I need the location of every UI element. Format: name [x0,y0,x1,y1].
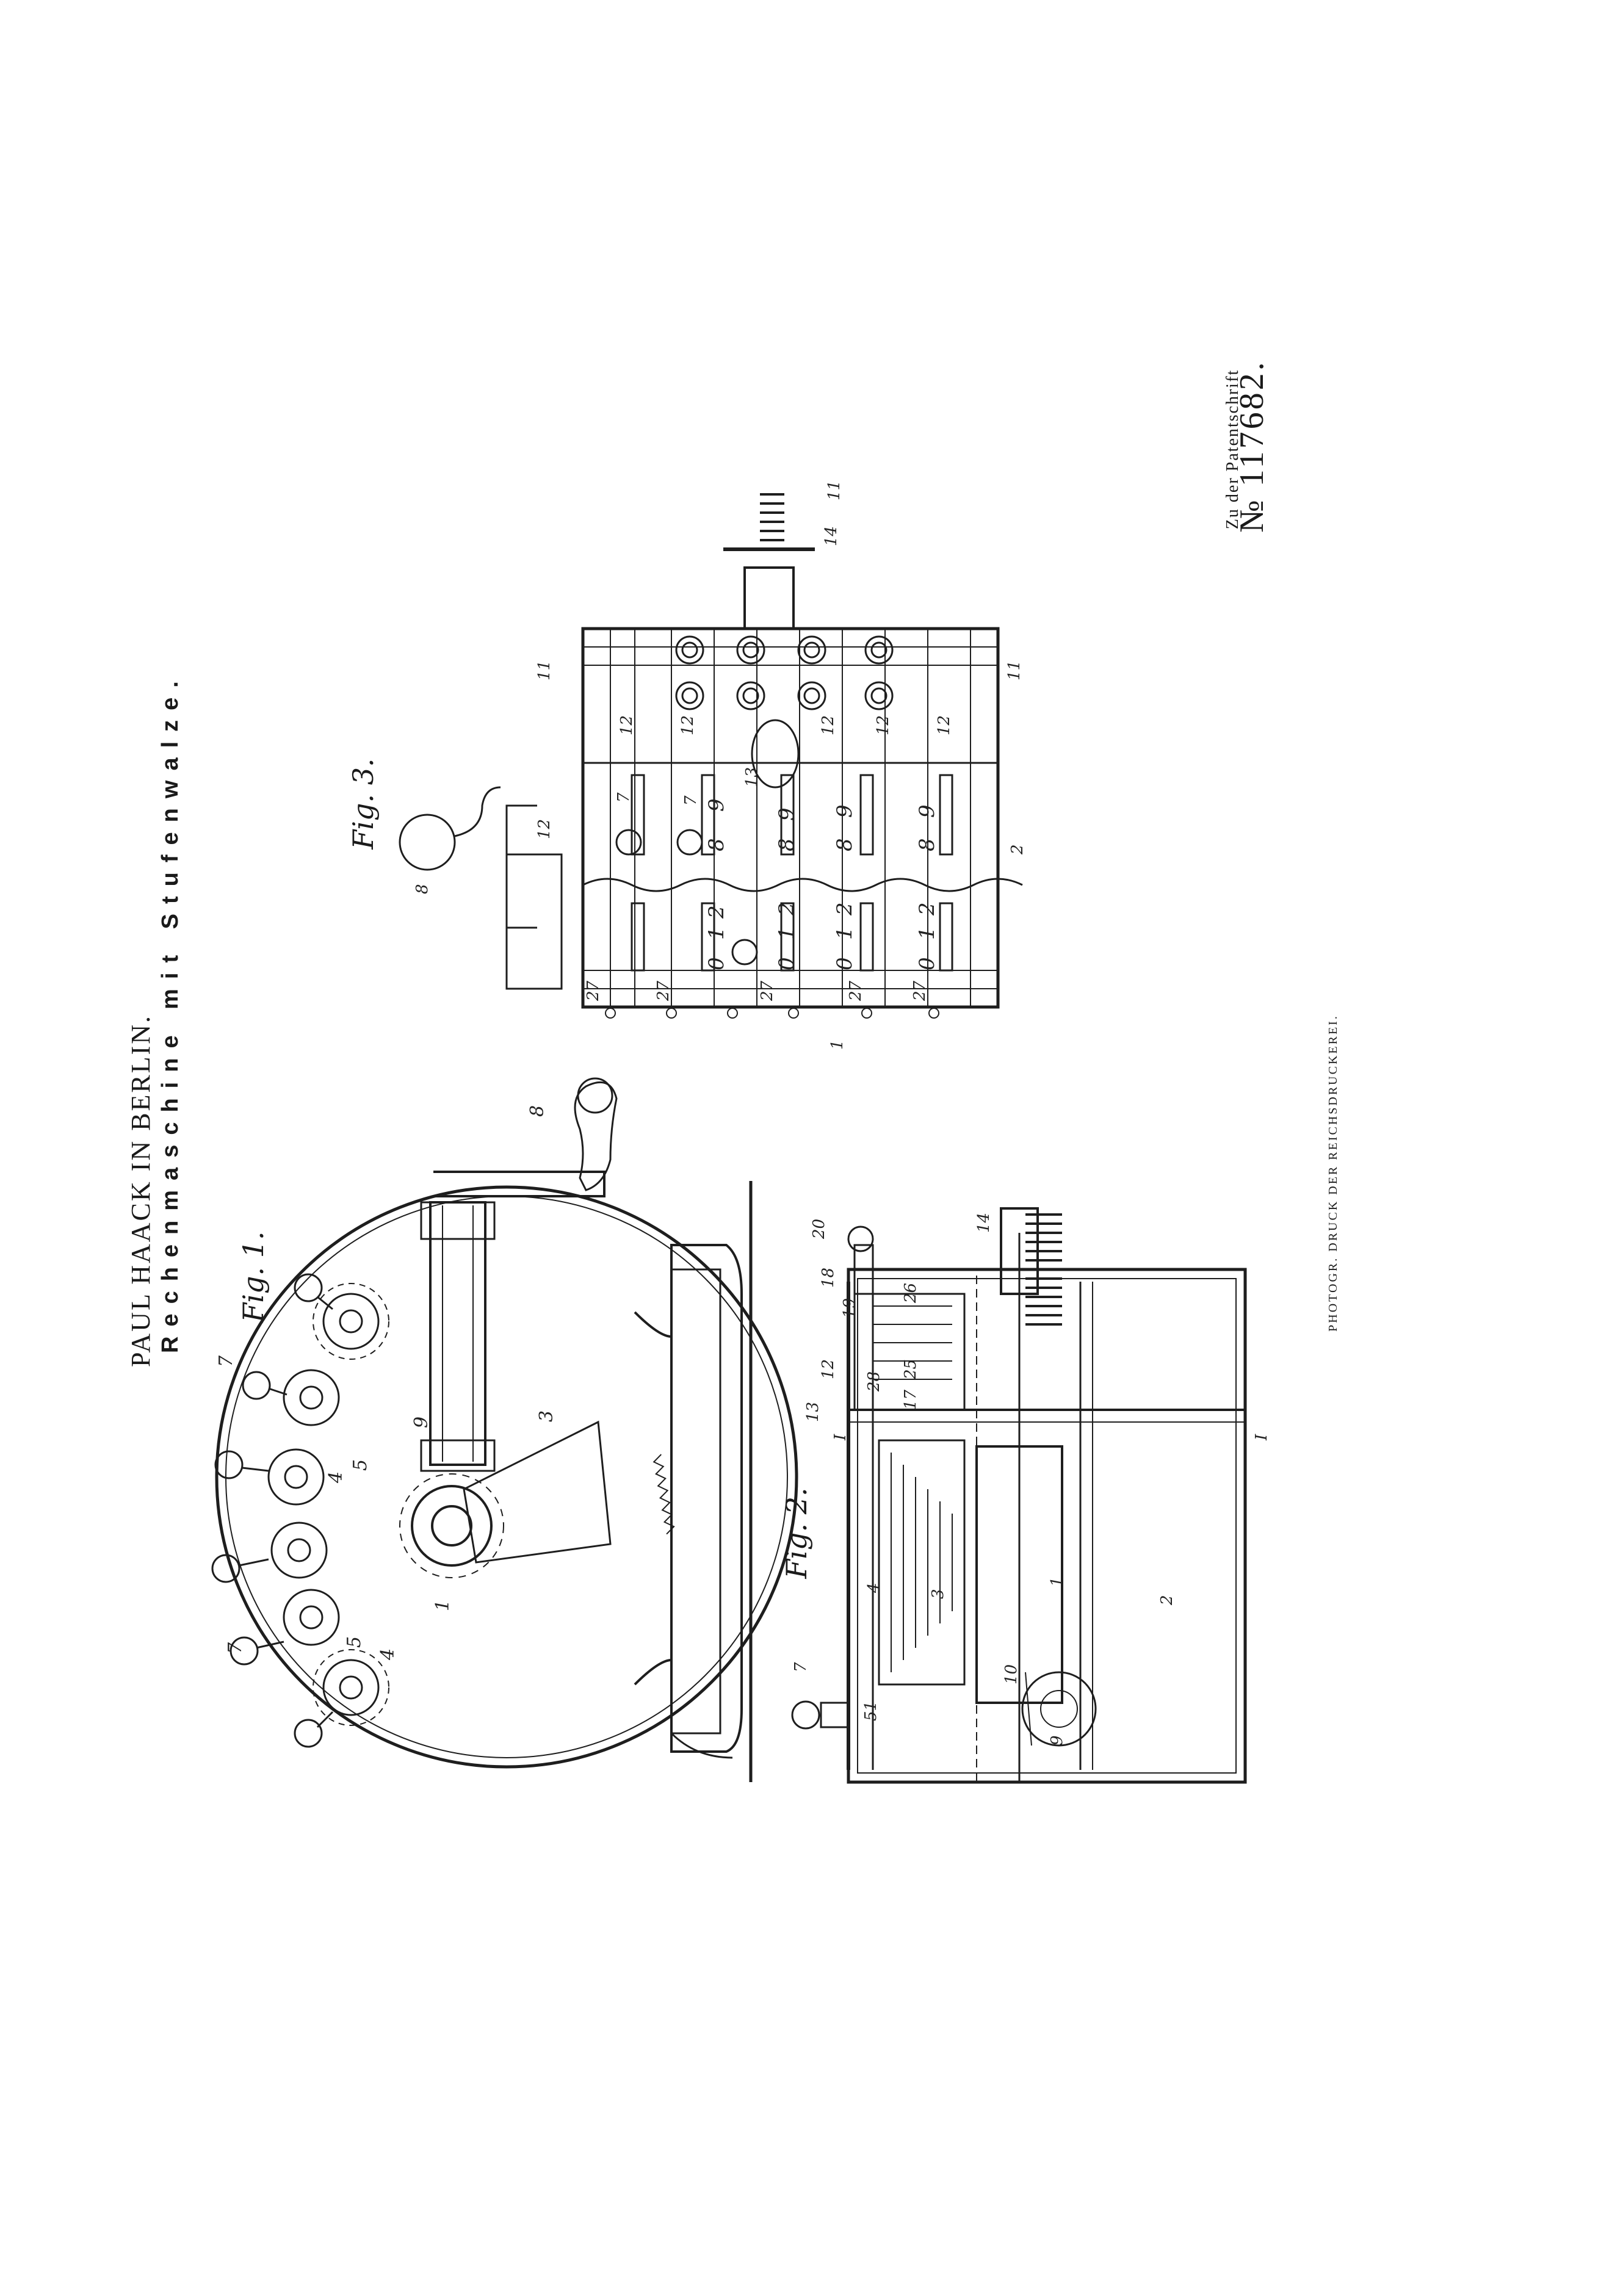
digit-1-a: 1 [704,926,729,940]
fig1-ref-5b: 5 [344,1636,365,1648]
fig3-ref-12-c: 12 [819,715,837,735]
fig1-ref-3: 3 [536,1410,557,1422]
digit-0-c: 0 [833,957,857,970]
fig1-ref-4a: 4 [325,1471,347,1484]
fig1-ref-7a: 7 [215,1355,237,1367]
digit-8-a: 8 [704,838,729,851]
digit-9-c: 9 [833,804,857,818]
fig2-ref-13: 13 [804,1402,822,1422]
fig3-ref-12-top: 12 [535,819,554,839]
fig3-ref-7-a: 7 [615,792,633,803]
digit-2-a: 2 [704,905,729,919]
fig3-ref-27-d: 27 [847,980,865,1002]
fig2-ref-I-a: I [831,1434,850,1441]
fig2-ref-10: 10 [1002,1664,1021,1684]
fig2-ref-3: 3 [929,1589,947,1599]
digit-9-d: 9 [915,804,939,818]
fig1-drawing [211,1077,798,1782]
fig1-ref-1: 1 [432,1600,454,1611]
digit-8-b: 8 [775,838,799,851]
fig2-ref-25: 25 [902,1359,920,1380]
fig2-ref-12: 12 [819,1359,837,1379]
fig3-ref-27-e: 27 [911,980,929,1002]
fig1-ref-4b: 4 [377,1648,399,1661]
fig3-ref-27-a: 27 [584,980,602,1002]
digit-9-b: 9 [775,807,799,821]
digit-1-b: 1 [775,926,799,940]
fig2-ref-19: 19 [840,1298,859,1318]
fig3-ref-14: 14 [822,526,840,546]
digit-2-c: 2 [833,902,857,916]
fig2-ref-17: 17 [902,1389,920,1410]
digit-1-d: 1 [915,926,939,940]
fig2-ref-9: 9 [1048,1735,1066,1745]
fig3-ref-11-bottom: 11 [1005,660,1024,680]
fig3-ref-1: 1 [828,1039,847,1050]
fig2-ref-I-b: I [1252,1434,1271,1441]
fig3-ref-12-e: 12 [935,715,953,735]
fig3-ref-27-b: 27 [654,980,673,1002]
fig3-ref-11-top: 11 [535,660,554,680]
digit-0-d: 0 [915,957,939,970]
fig2-ref-51: 51 [862,1701,880,1721]
fig2-ref-14: 14 [975,1213,993,1233]
fig3-ref-13: 13 [743,767,761,787]
digit-0-b: 0 [775,957,799,970]
fig2-drawing [791,1207,1247,1784]
fig2-ref-7: 7 [792,1662,810,1672]
fig1-ref-7b: 7 [225,1642,246,1654]
fig3-ref-12-d: 12 [874,715,892,735]
digit-2-d: 2 [915,902,939,916]
fig3-ref-8: 8 [413,884,432,894]
digit-8-d: 8 [915,838,939,851]
fig2-ref-28: 28 [865,1371,883,1392]
fig2-ref-18: 18 [819,1268,837,1288]
digit-0-a: 0 [704,957,729,970]
fig3-drawing [399,493,1023,1019]
fig3-ref-12-b: 12 [679,715,697,735]
fig1-ref-5a: 5 [350,1459,371,1471]
fig3-ref-7-b: 7 [682,795,700,806]
fig2-ref-4: 4 [865,1583,883,1594]
digit-9-a: 9 [704,798,729,812]
fig3-ref-11: 11 [825,480,844,500]
fig2-ref-26: 26 [902,1283,920,1304]
fig3-ref-27-c: 27 [758,980,776,1002]
fig2-ref-1: 1 [1048,1576,1066,1587]
fig3-ref-12-a: 12 [618,715,636,735]
digit-1-c: 1 [833,926,857,940]
fig2-ref-20: 20 [810,1219,828,1240]
fig3-ref-2: 2 [1008,844,1027,855]
digit-2-b: 2 [775,902,799,916]
fig1-ref-8: 8 [527,1105,548,1117]
fig2-ref-2: 2 [1158,1595,1176,1606]
fig1-ref-9: 9 [411,1417,432,1428]
digit-8-c: 8 [833,838,857,851]
